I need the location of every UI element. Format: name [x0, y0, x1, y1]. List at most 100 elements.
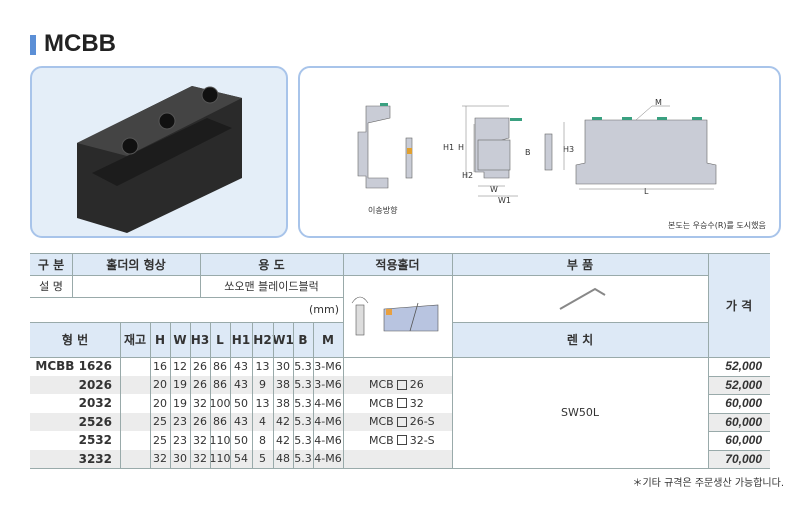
holder-suffix: 32-S — [409, 433, 435, 447]
cell-b: 5.3 — [293, 449, 313, 468]
cell-h3: 32 — [190, 449, 210, 468]
cell-m: 3-M6 — [313, 375, 343, 394]
column-header-2: H — [150, 322, 170, 357]
parts-header: 부 품 — [452, 253, 708, 275]
holder-prefix: MCB — [369, 378, 394, 392]
applicable-holder-cell — [343, 357, 452, 376]
holder-prefix: MCB — [369, 415, 394, 429]
price-cell: 70,000 — [708, 449, 770, 468]
blade-holder-icon — [351, 296, 438, 336]
dim-h2-label: H2 — [462, 171, 473, 180]
grid-line — [170, 322, 171, 468]
cell-h: 16 — [153, 359, 167, 373]
cell-l: 86 — [210, 412, 230, 431]
placeholder-box-icon — [396, 416, 407, 427]
cell-h: 25 — [150, 412, 170, 431]
dimension-diagram: 이송방향 H1 H H2 W W1 B H3 L M 본도는 우승수(R)를 도… — [298, 66, 781, 238]
column-header-3: W — [170, 322, 190, 357]
cell-stock — [120, 375, 150, 394]
holder-suffix: 32 — [409, 396, 424, 410]
column-header-4: H3 — [190, 322, 210, 357]
grid-line — [343, 253, 344, 468]
cell-w: 23 — [173, 433, 187, 447]
cell-b: 5.3 — [294, 359, 312, 373]
cell-b: 5.3 — [294, 433, 312, 447]
cell-h: 20 — [153, 396, 167, 410]
feed-direction-caption: 이송방향 — [368, 205, 398, 215]
cell-w1: 42 — [273, 412, 293, 431]
cell-stock — [120, 412, 150, 431]
block-photo-icon — [77, 86, 242, 233]
holder-prefix: MCB — [369, 396, 394, 410]
cell-h1: 43 — [234, 359, 248, 373]
title-accent-bar — [30, 35, 36, 55]
cell-w: 12 — [173, 359, 187, 373]
cell-h2: 13 — [255, 396, 270, 410]
cell-h3: 32 — [193, 433, 207, 447]
grid-line — [30, 253, 770, 254]
cell-model: 2032 — [78, 396, 112, 411]
grid-line — [190, 322, 191, 468]
grid-line — [452, 253, 453, 468]
dim-w-label: W — [490, 185, 498, 194]
column-header-7: H2 — [252, 322, 273, 357]
cell-h1: 54 — [230, 449, 252, 468]
grid-line — [120, 322, 121, 468]
description-label: 설 명 — [39, 280, 63, 293]
grid-line — [30, 297, 343, 298]
holder-shape-header: 홀더의 형상 — [72, 253, 200, 275]
grid-line — [708, 431, 770, 432]
cell-model: 3232 — [30, 449, 120, 468]
wrench-value: SW50L — [561, 406, 599, 419]
grid-line — [30, 468, 770, 469]
grid-line — [708, 375, 770, 377]
cell-m: 3-M6 — [314, 359, 342, 373]
cell-h3: 26 — [190, 412, 210, 431]
cell-h1: 43 — [230, 375, 252, 394]
category-header: 구 분 — [30, 253, 72, 275]
cell-h2: 8 — [259, 433, 266, 447]
cell-h1: 50 — [234, 433, 248, 447]
cell-model: 2532 — [78, 433, 112, 448]
column-header-1: 재고 — [120, 322, 150, 357]
grid-line — [293, 322, 294, 468]
dim-h-label: H — [458, 143, 464, 152]
column-header-8: W1 — [272, 322, 294, 357]
price-cell: 60,000 — [708, 412, 770, 431]
grid-line — [150, 322, 151, 468]
dim-w1-label: W1 — [498, 196, 511, 205]
cell-h: 32 — [150, 449, 170, 468]
column-header-6: H1 — [230, 322, 252, 357]
grid-line — [30, 322, 343, 323]
cell-l: 110 — [209, 433, 231, 447]
cell-h3: 32 — [193, 396, 207, 410]
cell-b: 5.3 — [293, 375, 313, 394]
cell-l: 100 — [209, 396, 231, 410]
usage-value: 쏘오맨 블레이드블럭 — [224, 280, 319, 293]
cell-h: 25 — [153, 433, 167, 447]
price-cell: 60,000 — [725, 433, 762, 448]
dim-h1-label: H1 — [443, 143, 454, 152]
price-header: 가 격 — [708, 253, 770, 357]
unit-label: (mm) — [308, 303, 339, 316]
grid-line — [452, 322, 708, 323]
grid-line — [708, 412, 770, 414]
wrench-header: 렌 치 — [452, 322, 708, 357]
cell-w: 30 — [170, 449, 190, 468]
applicable-holder-header: 적용홀더 — [343, 253, 452, 275]
cell-w: 19 — [170, 375, 190, 394]
cell-m: 4-M6 — [314, 433, 342, 447]
drawing-note: 본도는 우승수(R)를 도시했음 — [668, 220, 766, 230]
cell-b: 5.3 — [294, 396, 312, 410]
cell-w: 19 — [173, 396, 187, 410]
price-cell: 52,000 — [708, 375, 770, 394]
cell-w1: 48 — [273, 449, 293, 468]
grid-line — [313, 322, 314, 468]
cell-h1: 43 — [230, 412, 252, 431]
grid-line — [273, 322, 274, 468]
cell-l: 86 — [213, 359, 227, 373]
cell-m: 4-M6 — [313, 449, 343, 468]
